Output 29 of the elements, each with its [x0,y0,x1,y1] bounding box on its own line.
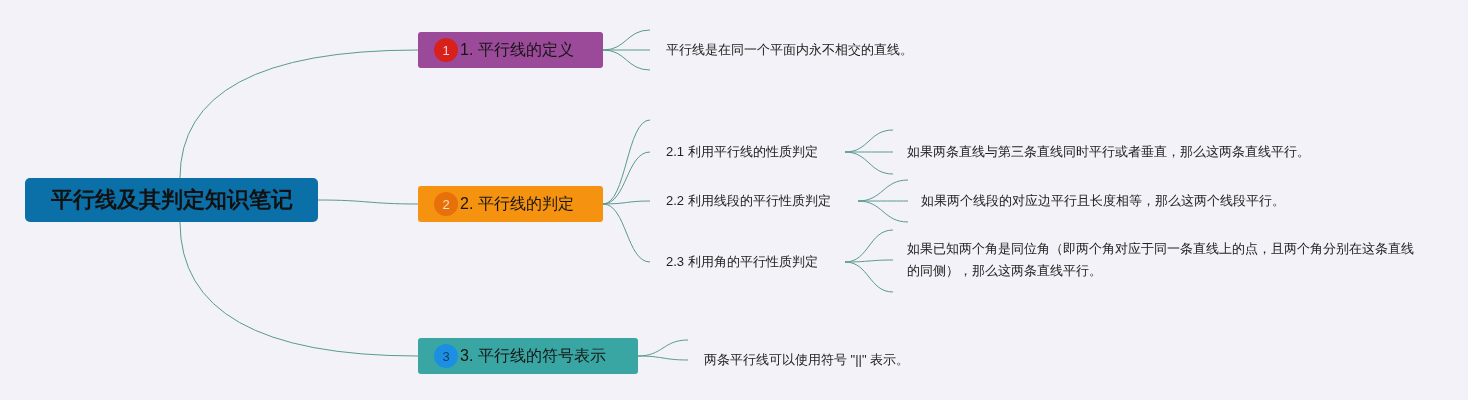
number-badge: 3 [434,344,458,368]
topic-title: 2. 平行线的判定 [460,193,574,214]
note-text: 如果两个线段的对应边平行且长度相等，那么这两个线段平行。 [908,189,1348,213]
branch-line [602,200,651,205]
subtopic-text: 2.3 利用角的平行性质判定 [650,250,845,274]
note-text: 平行线是在同一个平面内永不相交的直线。 [650,38,980,62]
subtopic-text: 2.1 利用平行线的性质判定 [650,140,845,164]
note-text: 两条平行线可以使用符号 "||" 表示。 [688,348,968,372]
branch-line [857,200,909,223]
topic-box [418,32,603,68]
subtopic-text: 2.2 利用线段的平行性质判定 [650,189,858,213]
branch-line [844,261,894,293]
branch-line [844,259,894,263]
root-topic-box: 平行线及其判定知识笔记 [25,178,318,222]
note-text: 如果已知两个角是同位角（即两个角对应于同一条直线上的点，且两个角分别在这条直线的同侧），那么这两条直线平行。 [893,238,1423,282]
branch-line [179,49,419,179]
topic-title: 3. 平行线的符号表示 [460,345,606,366]
branch-line [602,49,651,71]
number-badge: 1 [434,38,458,62]
topic-title: 1. 平行线的定义 [460,39,574,60]
number-badge: 2 [434,192,458,216]
branch-line [637,355,689,361]
topic-box [418,338,638,374]
branch-line [179,221,419,357]
branch-line [602,203,651,263]
topic-box [418,186,603,222]
branch-line [844,151,894,175]
note-text: 如果两条直线与第三条直线同时平行或者垂直，那么这两条直线平行。 [893,140,1373,164]
branch-line [317,199,419,205]
